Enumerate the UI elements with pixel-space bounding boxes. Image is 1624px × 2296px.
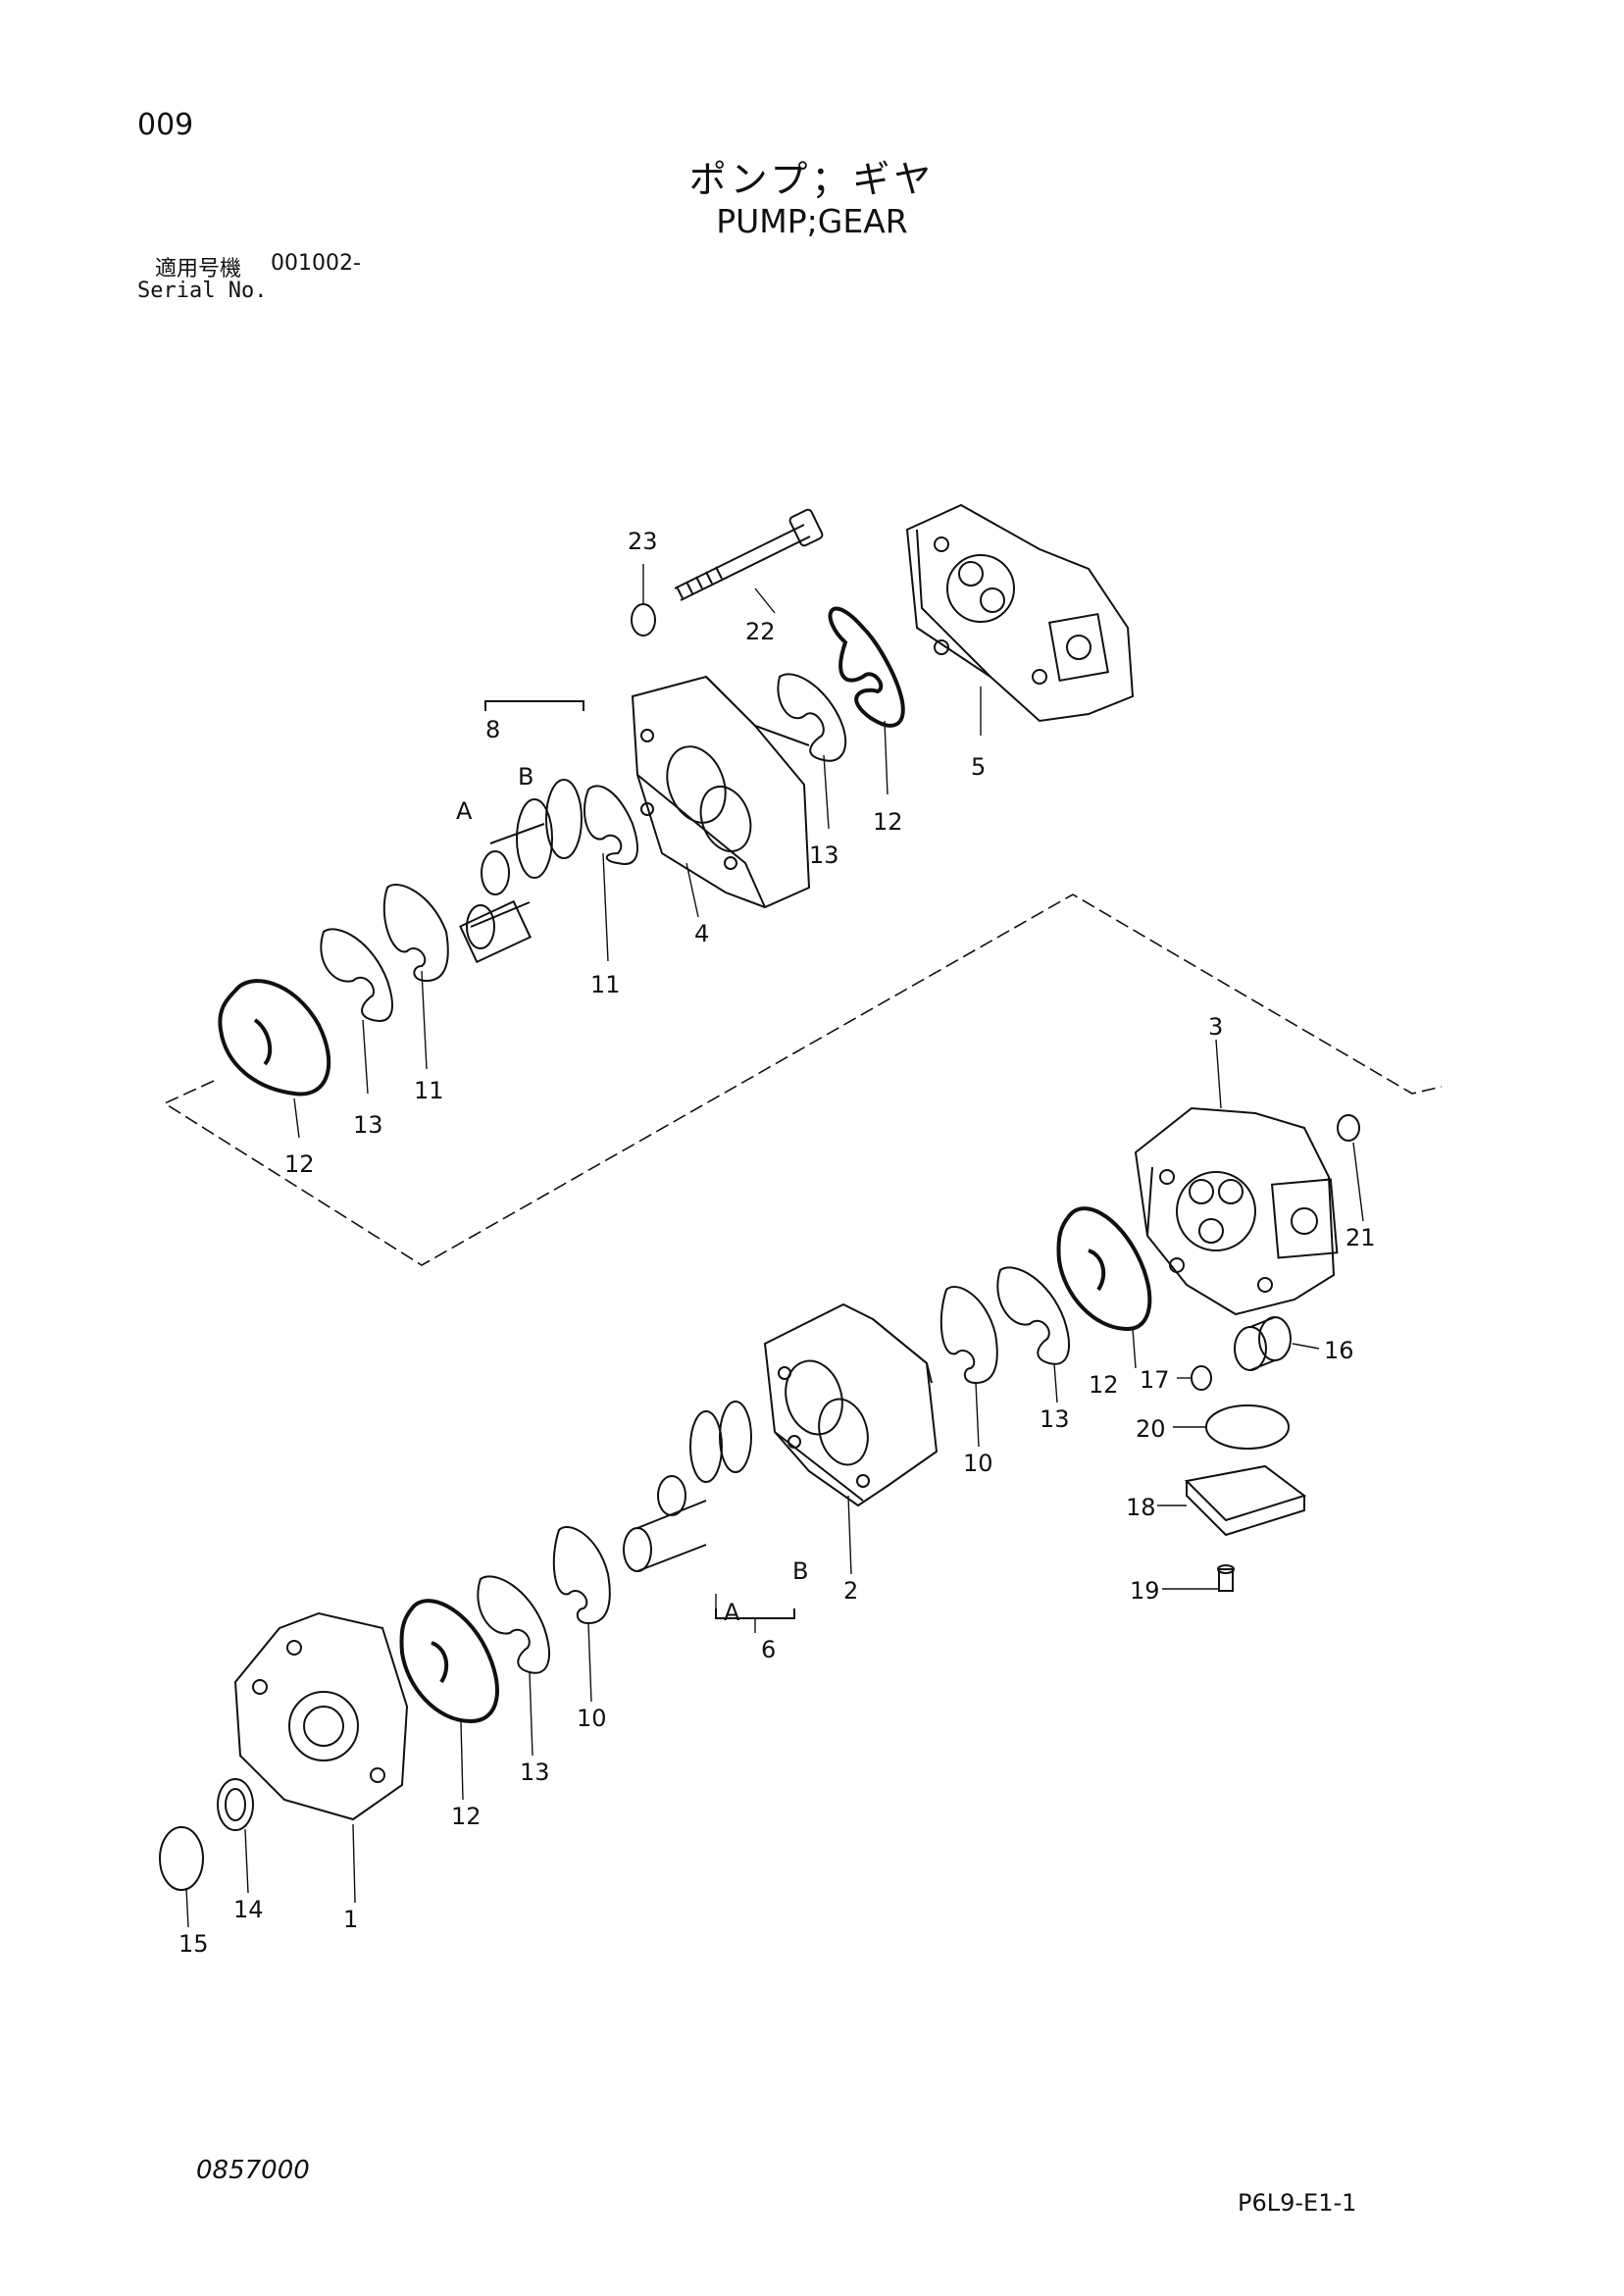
title-japanese: ポンプ；ギヤ <box>688 158 936 201</box>
cover-part-5 <box>905 503 1135 723</box>
callout-18: 18 <box>1126 1494 1156 1521</box>
callout-13-upper: 13 <box>809 842 839 869</box>
serial-label-english: Serial No. <box>137 279 268 303</box>
callout-4: 4 <box>694 920 709 947</box>
callout-1: 1 <box>343 1906 358 1933</box>
callout-13-lower-left: 13 <box>520 1759 550 1786</box>
callout-a-upper: A <box>456 797 473 825</box>
serial-number-value: 001002- <box>271 251 361 276</box>
callout-11-lower: 11 <box>414 1077 444 1104</box>
assembly-connector-line <box>163 893 1443 1266</box>
callout-23: 23 <box>628 528 658 555</box>
callout-a-lower: A <box>724 1599 740 1626</box>
title-english: PUMP;GEAR <box>716 202 908 240</box>
callout-2: 2 <box>843 1577 858 1605</box>
gear-housing-part-4 <box>631 675 811 909</box>
callout-12-lower-left: 12 <box>451 1803 482 1830</box>
callout-20: 20 <box>1136 1415 1166 1443</box>
cover-plate-part-18 <box>1184 1464 1307 1537</box>
serial-label-japanese: 適用号機 <box>155 257 242 281</box>
callout-8: 8 <box>485 716 500 743</box>
callout-17: 17 <box>1140 1366 1170 1394</box>
callout-19: 19 <box>1130 1577 1160 1605</box>
gasket-part-13-left <box>320 928 393 1022</box>
bearing-part-16 <box>1234 1316 1292 1371</box>
seal-part-12-upper <box>828 606 905 728</box>
gear-set-part-8 <box>459 700 584 964</box>
callout-b-upper: B <box>518 763 533 791</box>
callout-16: 16 <box>1324 1337 1354 1364</box>
bolt-part-22 <box>674 508 824 601</box>
callout-14: 14 <box>233 1896 264 1923</box>
gear-set-part-6 <box>623 1401 795 1619</box>
callout-10-left: 10 <box>577 1705 607 1732</box>
callout-12-upper: 12 <box>873 808 903 836</box>
plate-part-10-right <box>939 1286 998 1385</box>
page-number: 009 <box>137 108 194 142</box>
oil-seal-part-14 <box>217 1778 254 1831</box>
gasket-part-13-upper <box>777 673 847 762</box>
seal-part-12-lower-right <box>1056 1206 1152 1332</box>
gasket-part-13-lower-right <box>996 1266 1070 1365</box>
callout-11-upper: 11 <box>590 971 621 998</box>
plate-part-11-lower <box>382 884 449 983</box>
seal-part-12-left <box>218 979 331 1097</box>
plate-part-11-upper <box>584 785 638 865</box>
callout-3: 3 <box>1208 1013 1223 1041</box>
pin-part-21 <box>1337 1114 1360 1142</box>
callout-21: 21 <box>1345 1224 1376 1251</box>
callout-13-left: 13 <box>353 1111 383 1139</box>
callout-12-lower-right: 12 <box>1089 1371 1119 1399</box>
document-code: 0857000 <box>196 2156 310 2185</box>
callout-6: 6 <box>761 1636 776 1663</box>
callout-12-left: 12 <box>284 1150 315 1178</box>
callout-22: 22 <box>745 618 776 645</box>
front-cover-part-1 <box>233 1611 409 1821</box>
callout-b-lower: B <box>792 1557 808 1585</box>
plate-part-10-left <box>552 1526 611 1625</box>
o-ring-part-20 <box>1205 1404 1290 1450</box>
bolt-part-19 <box>1217 1564 1235 1592</box>
gasket-part-13-lower-left <box>477 1575 550 1674</box>
seal-part-12-lower-left <box>399 1599 499 1724</box>
reference-code: P6L9-E1-1 <box>1238 2189 1357 2217</box>
snap-ring-part-15 <box>159 1826 204 1891</box>
callout-15: 15 <box>178 1930 209 1958</box>
callout-5: 5 <box>971 753 986 781</box>
callout-13-lower-right: 13 <box>1040 1405 1070 1433</box>
callout-10-right: 10 <box>963 1450 993 1477</box>
o-ring-part-17 <box>1191 1365 1212 1391</box>
housing-part-3 <box>1134 1106 1339 1316</box>
washer-part-23 <box>631 603 656 637</box>
gear-housing-part-2 <box>763 1302 939 1507</box>
